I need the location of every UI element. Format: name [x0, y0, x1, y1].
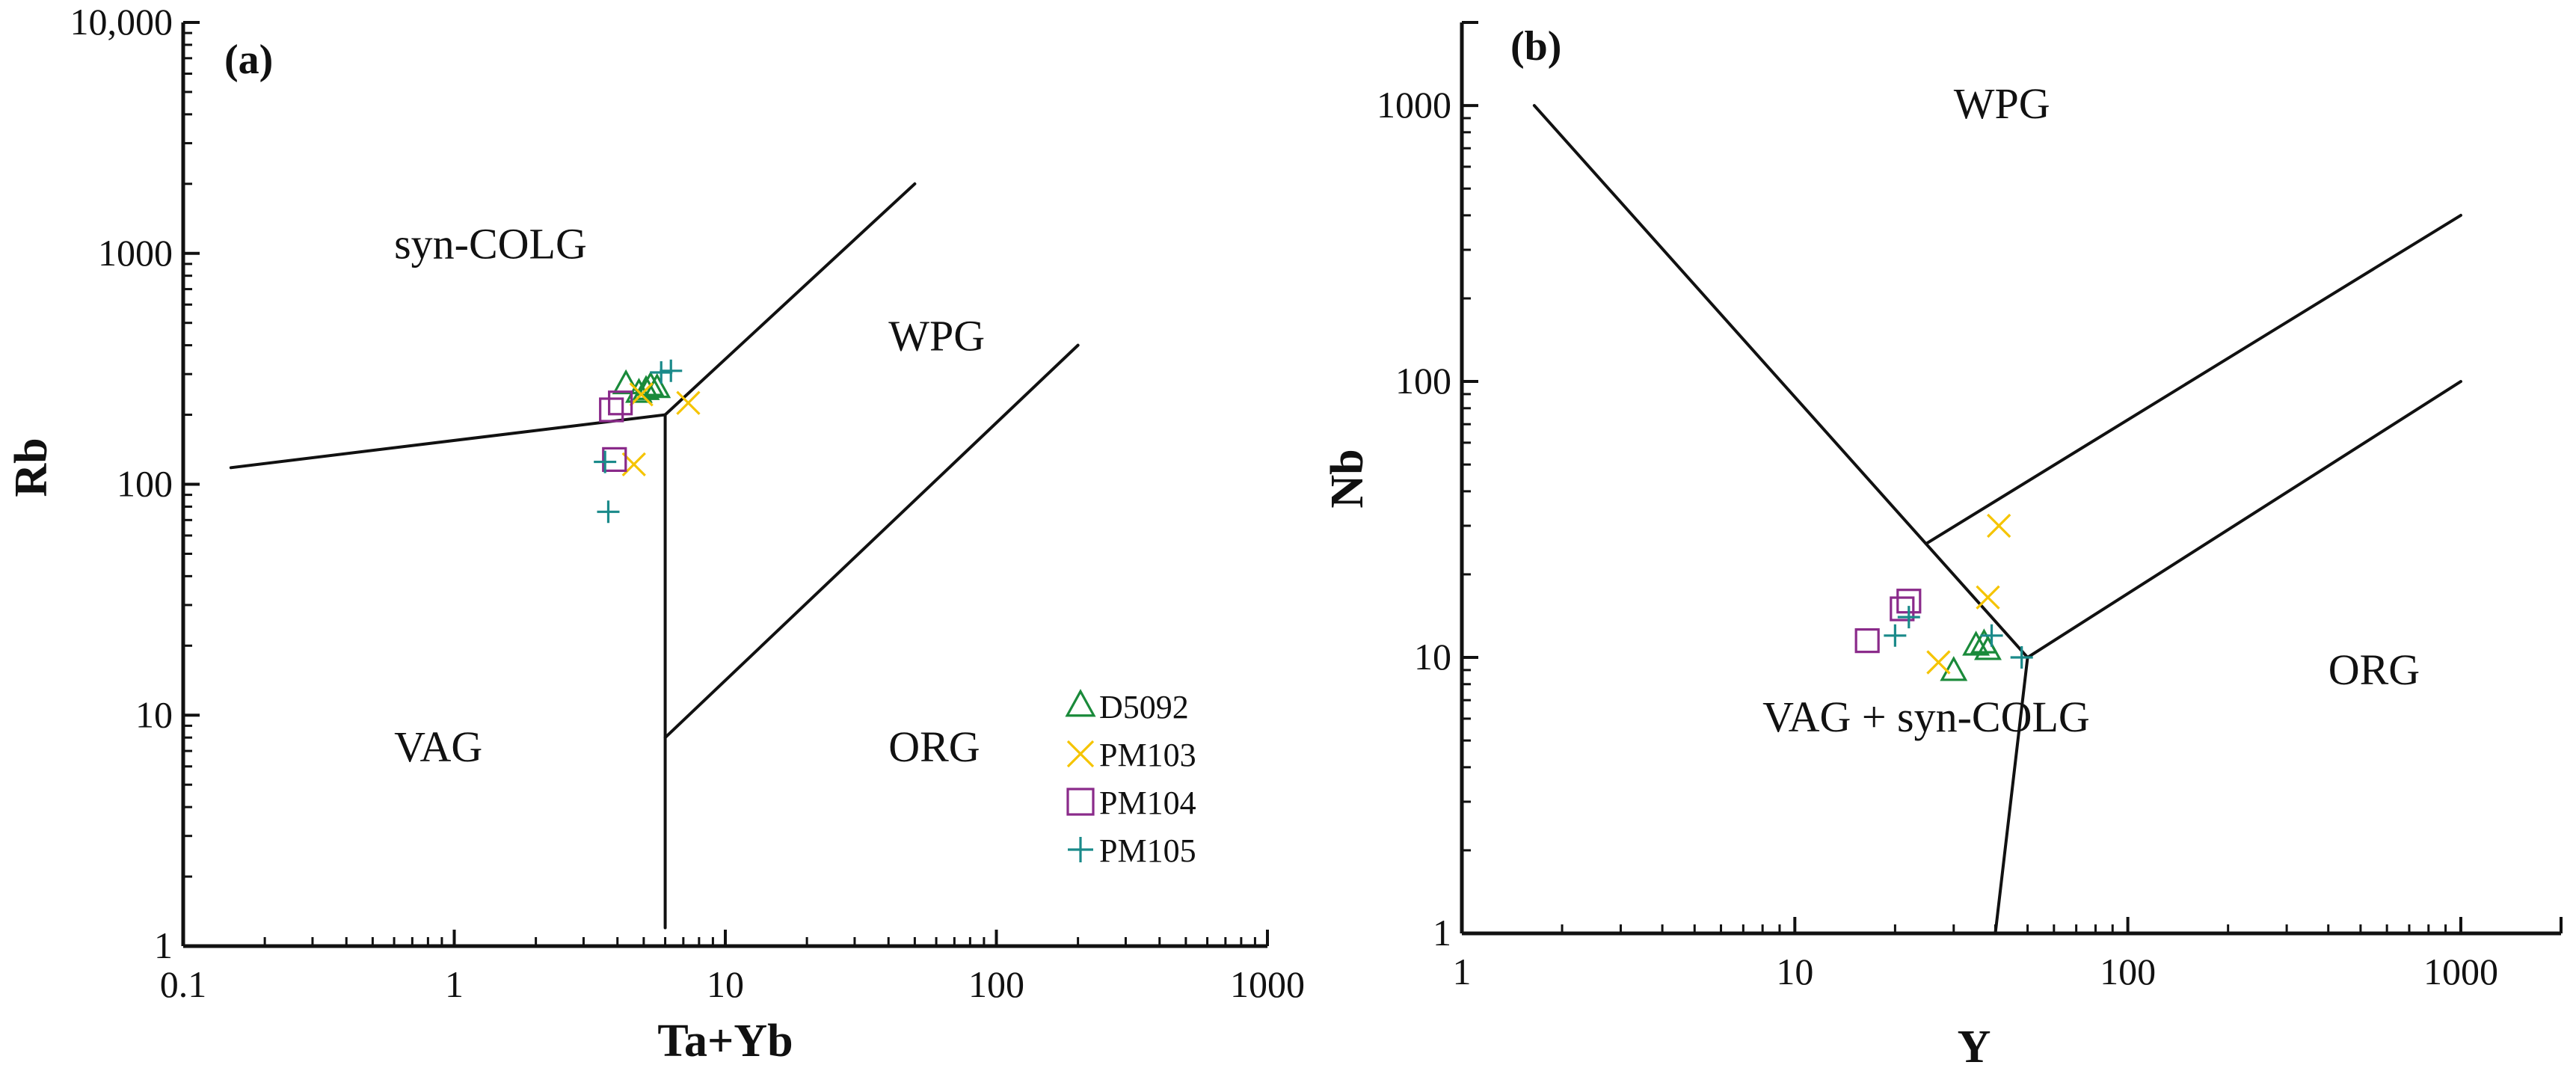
data-point-pm105 — [594, 450, 617, 473]
data-points-b — [1854, 513, 2033, 681]
y-tick-label: 1 — [154, 924, 173, 966]
data-point-d5092 — [1940, 656, 1968, 681]
y-axis-title-a: Rb — [6, 438, 57, 497]
data-point-pm103 — [1926, 650, 1951, 675]
legend-label-pm103: PM103 — [1099, 737, 1196, 773]
panel-b: 1 10 100 1000 1 10 100 1000 WPG VAG + syn-COLG OR… — [1322, 21, 2563, 1071]
legend-entry-pm105: PM105 — [1068, 832, 1196, 869]
x-tick-label: 100 — [2100, 951, 2156, 992]
legend-symbol-pm103 — [1066, 740, 1095, 768]
y-tick-label: 100 — [117, 463, 173, 505]
data-point-pm104 — [1854, 628, 1880, 654]
x-tick-label: 1000 — [2423, 951, 2498, 992]
y-tick-label: 100 — [1395, 360, 1451, 402]
data-point-pm104 — [602, 446, 627, 472]
y-tick-label: 10,000 — [70, 1, 173, 43]
data-point-d5092 — [612, 369, 640, 395]
data-point-d5092 — [636, 371, 665, 396]
legend-marker-pm104 — [1066, 788, 1095, 816]
field-boundary-line — [1532, 104, 2029, 660]
data-point-pm105 — [660, 359, 683, 382]
data-point-pm103 — [629, 382, 654, 407]
data-point-pm105 — [650, 360, 673, 384]
data-points-a — [594, 359, 701, 524]
y-axis-title-b: Nb — [1322, 449, 1373, 508]
field-label-wpg: WPG — [888, 311, 985, 360]
data-point-pm104 — [599, 397, 624, 423]
data-point-d5092 — [1962, 630, 1991, 656]
field-label-org: ORG — [888, 722, 980, 771]
field-label-org: ORG — [2328, 645, 2420, 694]
field-boundary-line — [663, 343, 1080, 740]
y-tick-label: 1000 — [1377, 84, 1451, 126]
x-tick-label: 100 — [968, 963, 1024, 1005]
panel-label-b: (b) — [1510, 23, 1561, 70]
legend-label-pm104: PM104 — [1099, 785, 1196, 821]
field-boundaries-a — [229, 182, 1080, 930]
field-label-vag-syn-colg: VAG + syn-COLG — [1762, 693, 2090, 741]
y-tick-label: 1 — [1433, 912, 1451, 954]
legend-symbol-pm104 — [1066, 788, 1095, 816]
axes-b: 1 10 100 1000 1 10 100 1000 — [1377, 21, 2563, 992]
data-point-pm103 — [676, 390, 701, 415]
data-point-d5092 — [1974, 635, 2002, 660]
x-axis-title-b: Y — [1958, 1022, 1991, 1071]
x-tick-label: 1000 — [1230, 963, 1305, 1005]
y-tick-label: 10 — [135, 693, 173, 735]
legend-symbol-d5092 — [1065, 689, 1096, 717]
field-boundary-line — [229, 413, 667, 470]
legend-label-pm105: PM105 — [1099, 832, 1196, 869]
data-point-pm105 — [1897, 606, 1920, 629]
x-tick-label: 0.1 — [160, 963, 207, 1005]
data-point-pm103 — [1976, 585, 2000, 610]
data-point-pm105 — [597, 500, 620, 524]
data-point-pm105 — [2010, 646, 2033, 669]
legend-symbol-pm105 — [1068, 837, 1093, 862]
data-point-pm104 — [608, 390, 633, 416]
legend-entry-d5092: D5092 — [1065, 689, 1189, 725]
legend: D5092 PM103 PM104 PM105 — [1065, 689, 1196, 869]
legend-entry-pm103: PM103 — [1066, 737, 1196, 773]
field-label-wpg: WPG — [1954, 79, 2050, 128]
field-label-vag: VAG — [394, 722, 482, 771]
field-boundary-line — [2026, 380, 2462, 660]
legend-marker-d5092 — [1065, 689, 1096, 717]
data-point-pm103 — [1987, 513, 2011, 538]
legend-marker-pm105 — [1068, 837, 1093, 862]
legend-entry-pm104: PM104 — [1066, 785, 1196, 821]
field-labels-a: syn-COLG WPG VAG ORG — [394, 220, 985, 772]
field-boundary-line — [663, 182, 917, 417]
field-labels-b: WPG VAG + syn-COLG ORG — [1762, 79, 2420, 741]
field-label-syn-colg: syn-COLG — [394, 220, 587, 268]
data-point-pm104 — [1890, 596, 1915, 622]
field-boundaries-b — [1532, 104, 2462, 935]
x-tick-label: 1 — [445, 963, 464, 1005]
y-tick-label: 1000 — [98, 232, 173, 274]
legend-marker-pm103 — [1066, 740, 1095, 768]
data-point-pm105 — [1884, 624, 1907, 647]
panel-label-a: (a) — [224, 37, 273, 83]
x-tick-label: 1 — [1453, 951, 1472, 992]
x-tick-label: 10 — [1776, 951, 1813, 992]
field-boundary-line — [1994, 656, 2029, 935]
y-tick-label: 10 — [1414, 636, 1451, 678]
field-boundary-line — [1925, 213, 2462, 544]
x-tick-label: 10 — [707, 963, 744, 1005]
data-point-pm105 — [1980, 624, 2003, 647]
legend-label-d5092: D5092 — [1099, 689, 1189, 725]
x-axis-title-a: Ta+Yb — [657, 1016, 793, 1067]
